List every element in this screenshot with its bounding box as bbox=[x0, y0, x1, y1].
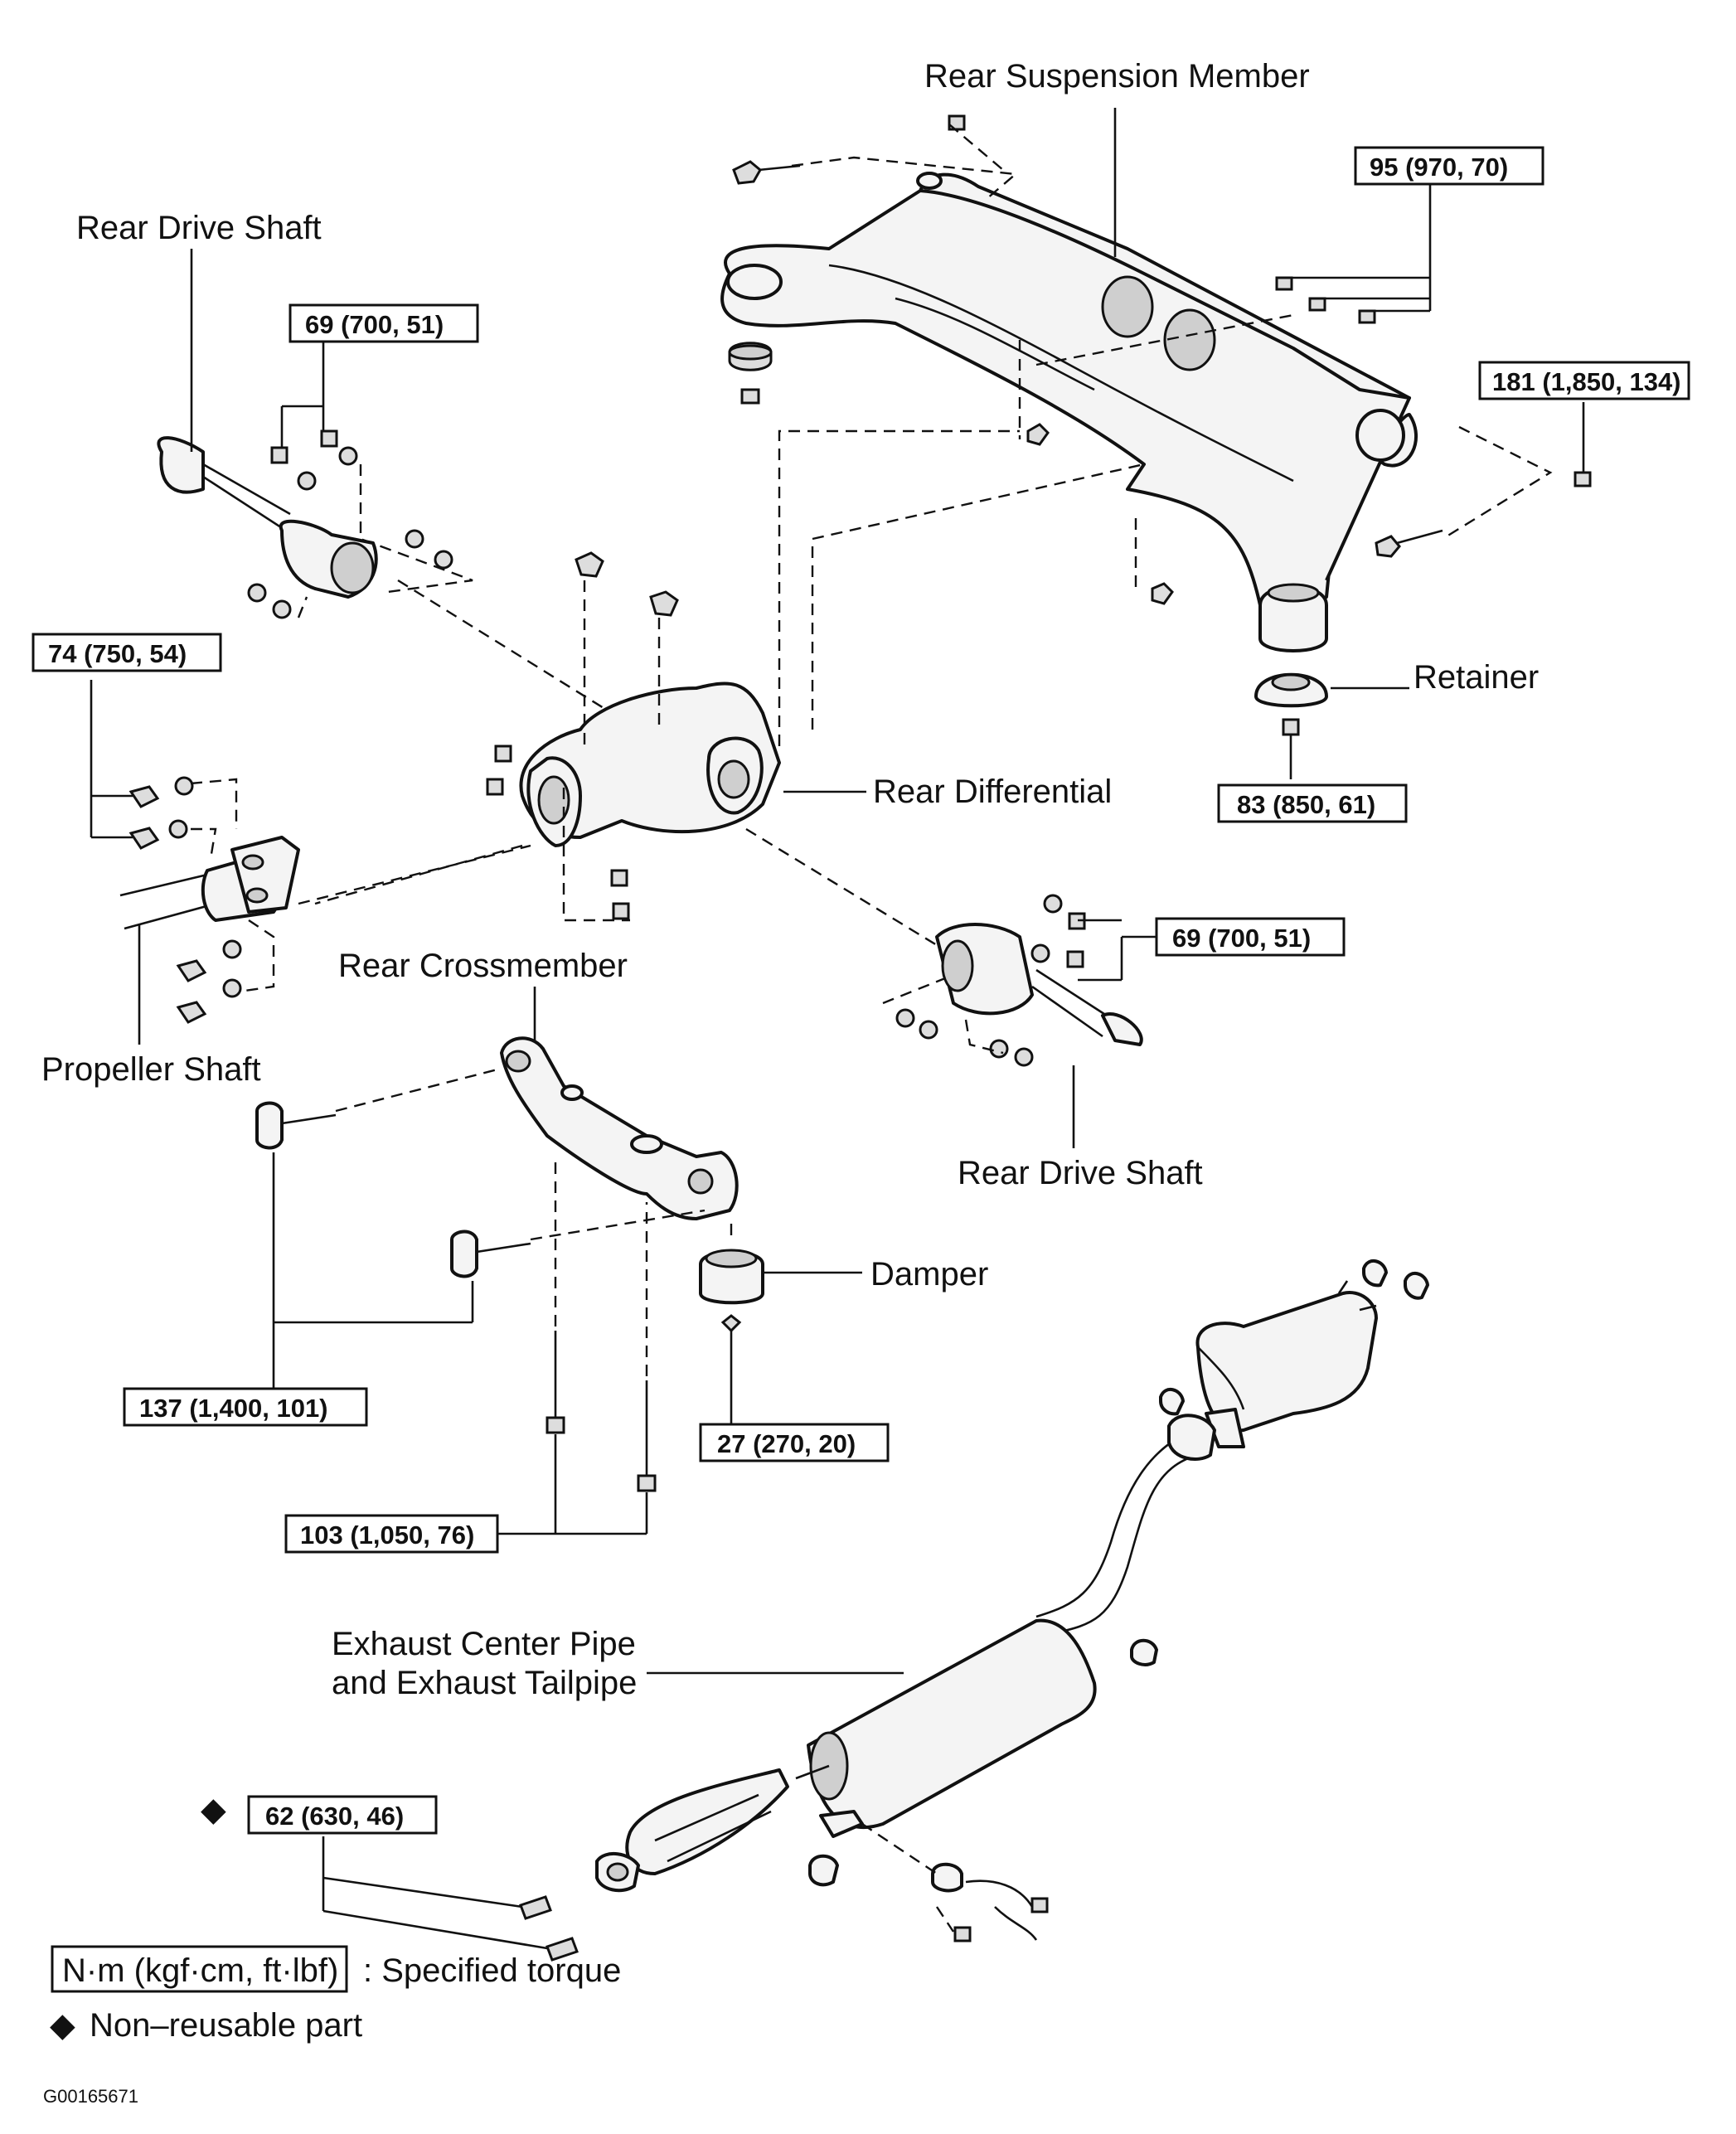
propeller-shaft-drawing bbox=[119, 776, 531, 1024]
torque-box-drive-shaft-right bbox=[1155, 917, 1346, 957]
torque-propeller-bolts: 74 (750, 54) bbox=[48, 639, 187, 668]
torque-drive-shaft-left: 69 (700, 51) bbox=[305, 310, 444, 339]
legend-unit-box bbox=[51, 1945, 348, 1993]
torque-box-damper-nut bbox=[699, 1423, 890, 1462]
leader-lines bbox=[90, 108, 1585, 1950]
legend-diamond-text: Non–reusable part bbox=[90, 2007, 362, 2044]
label-rear-suspension-member: Rear Suspension Member bbox=[924, 58, 1310, 95]
torque-suspension-bolts: 95 (970, 70) bbox=[1370, 153, 1508, 182]
label-propeller-shaft: Propeller Shaft bbox=[41, 1051, 261, 1088]
exhaust-system-drawing bbox=[519, 1259, 1429, 1962]
label-exhaust-line1: Exhaust Center Pipe bbox=[332, 1626, 636, 1662]
label-rear-drive-shaft-right: Rear Drive Shaft bbox=[958, 1155, 1203, 1191]
rear-suspension-member-drawing bbox=[720, 114, 1592, 736]
part-labels: Rear Suspension Member Rear Drive Shaft … bbox=[41, 58, 1539, 1701]
label-retainer: Retainer bbox=[1414, 659, 1539, 696]
torque-box-suspension-nut bbox=[1478, 361, 1690, 400]
label-exhaust-line2: and Exhaust Tailpipe bbox=[332, 1665, 637, 1701]
rear-crossmember-drawing bbox=[255, 1036, 764, 1492]
torque-suspension-nut: 181 (1,850, 134) bbox=[1492, 367, 1681, 396]
torque-drive-shaft-right: 69 (700, 51) bbox=[1172, 924, 1311, 953]
label-rear-differential: Rear Differential bbox=[873, 774, 1112, 810]
torque-box-crossmember-bolts bbox=[123, 1387, 368, 1427]
non-reusable-diamond: ◆ bbox=[201, 1792, 226, 1828]
legend-diamond-symbol: ◆ bbox=[50, 2007, 75, 2044]
torque-box-exhaust-bolts bbox=[247, 1795, 438, 1835]
rear-differential-drawing bbox=[314, 429, 1145, 947]
rear-drive-shaft-left-drawing bbox=[157, 429, 639, 731]
torque-box-drive-shaft-left bbox=[289, 303, 479, 343]
legend-unit-box-text: N·m (kgf·cm, ft·lbf) bbox=[62, 1952, 338, 1989]
legend: N·m (kgf·cm, ft·lbf) : Specified torque … bbox=[43, 1945, 621, 2107]
legend-unit-text: : Specified torque bbox=[363, 1952, 621, 1989]
torque-exhaust-bolts: 62 (630, 46) bbox=[265, 1802, 404, 1831]
label-rear-drive-shaft-left: Rear Drive Shaft bbox=[76, 210, 322, 246]
label-rear-crossmember: Rear Crossmember bbox=[338, 948, 628, 984]
torque-box-propeller-bolts bbox=[32, 633, 222, 672]
torque-crossmember-studs: 103 (1,050, 76) bbox=[300, 1520, 474, 1550]
torque-damper-nut: 27 (270, 20) bbox=[717, 1429, 856, 1458]
torque-box-suspension-bolts bbox=[1354, 146, 1544, 186]
torque-crossmember-bolts: 137 (1,400, 101) bbox=[139, 1394, 328, 1423]
torque-box-crossmember-studs bbox=[284, 1514, 499, 1554]
torque-spec-boxes: 95 (970, 70) 181 (1,850, 134) 83 (850, 6… bbox=[32, 146, 1690, 1835]
rear-drive-shaft-right-drawing bbox=[882, 894, 1143, 1067]
torque-retainer-nut: 83 (850, 61) bbox=[1237, 790, 1375, 819]
figure-code: G00165671 bbox=[43, 2086, 138, 2107]
label-damper: Damper bbox=[870, 1256, 988, 1293]
torque-box-retainer-nut bbox=[1217, 783, 1408, 823]
